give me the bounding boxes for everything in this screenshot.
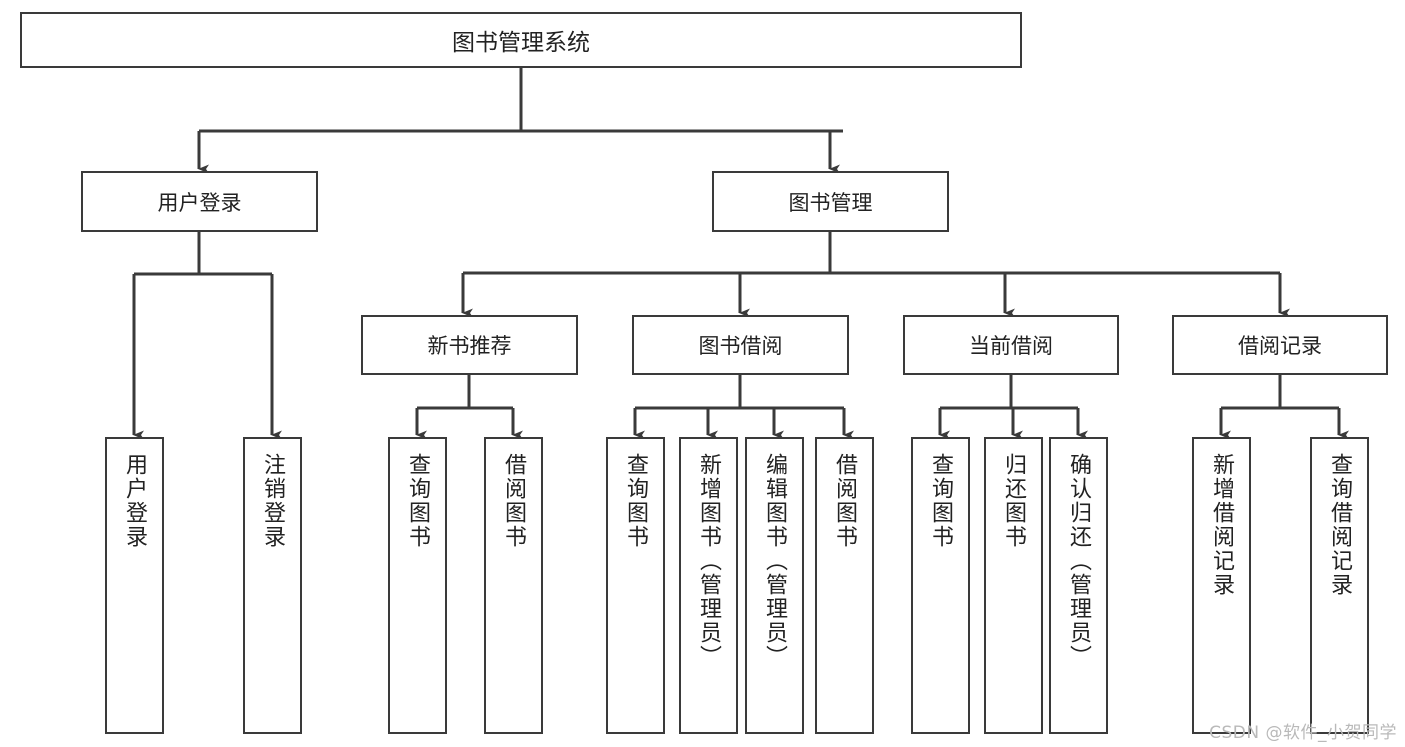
leaf-confirm-return-admin-label: 确认归还（管理员） [1066, 453, 1092, 669]
leaf-query-book-borrow-label: 查询图书 [623, 453, 649, 549]
node-book-borrow[interactable]: 图书借阅 [632, 315, 849, 375]
leaf-user-logout-label: 注销登录 [260, 453, 286, 549]
leaf-borrow-book[interactable]: 借阅图书 [815, 437, 874, 734]
leaf-add-borrow-record[interactable]: 新增借阅记录 [1192, 437, 1251, 734]
leaf-user-login-label: 用户登录 [122, 453, 148, 549]
leaf-user-logout[interactable]: 注销登录 [243, 437, 302, 734]
leaf-return-book[interactable]: 归还图书 [984, 437, 1043, 734]
leaf-query-book-current-label: 查询图书 [928, 453, 954, 549]
node-new-book-recommend-label: 新书推荐 [427, 334, 512, 358]
leaf-query-borrow-record-label: 查询借阅记录 [1327, 453, 1353, 597]
leaf-borrow-book-recommend-label: 借阅图书 [501, 453, 527, 549]
node-user-login[interactable]: 用户登录 [81, 171, 318, 232]
node-root-label: 图书管理系统 [452, 30, 590, 56]
node-borrow-record[interactable]: 借阅记录 [1172, 315, 1388, 375]
node-root[interactable]: 图书管理系统 [20, 12, 1022, 68]
leaf-query-borrow-record[interactable]: 查询借阅记录 [1310, 437, 1369, 734]
leaf-confirm-return-admin[interactable]: 确认归还（管理员） [1049, 437, 1108, 734]
leaf-borrow-book-label: 借阅图书 [832, 453, 858, 549]
node-book-management[interactable]: 图书管理 [712, 171, 949, 232]
node-current-borrow[interactable]: 当前借阅 [903, 315, 1119, 375]
node-book-management-label: 图书管理 [788, 190, 873, 215]
leaf-add-borrow-record-label: 新增借阅记录 [1209, 453, 1235, 597]
leaf-query-book-borrow[interactable]: 查询图书 [606, 437, 665, 734]
leaf-user-login[interactable]: 用户登录 [105, 437, 164, 734]
leaf-query-book-current[interactable]: 查询图书 [911, 437, 970, 734]
leaf-query-book-recommend[interactable]: 查询图书 [388, 437, 447, 734]
node-new-book-recommend[interactable]: 新书推荐 [361, 315, 578, 375]
leaf-edit-book-admin-label: 编辑图书（管理员） [762, 453, 788, 669]
leaf-edit-book-admin[interactable]: 编辑图书（管理员） [745, 437, 804, 734]
leaf-add-book-admin-label: 新增图书（管理员） [696, 453, 722, 669]
node-book-borrow-label: 图书借阅 [698, 334, 783, 358]
node-borrow-record-label: 借阅记录 [1238, 334, 1322, 358]
leaf-borrow-book-recommend[interactable]: 借阅图书 [484, 437, 543, 734]
leaf-return-book-label: 归还图书 [1001, 453, 1027, 549]
leaf-query-book-recommend-label: 查询图书 [405, 453, 431, 549]
node-current-borrow-label: 当前借阅 [969, 334, 1053, 358]
node-user-login-label: 用户登录 [157, 190, 242, 215]
leaf-add-book-admin[interactable]: 新增图书（管理员） [679, 437, 738, 734]
watermark: CSDN @软件_小贺同学 [1209, 723, 1397, 743]
